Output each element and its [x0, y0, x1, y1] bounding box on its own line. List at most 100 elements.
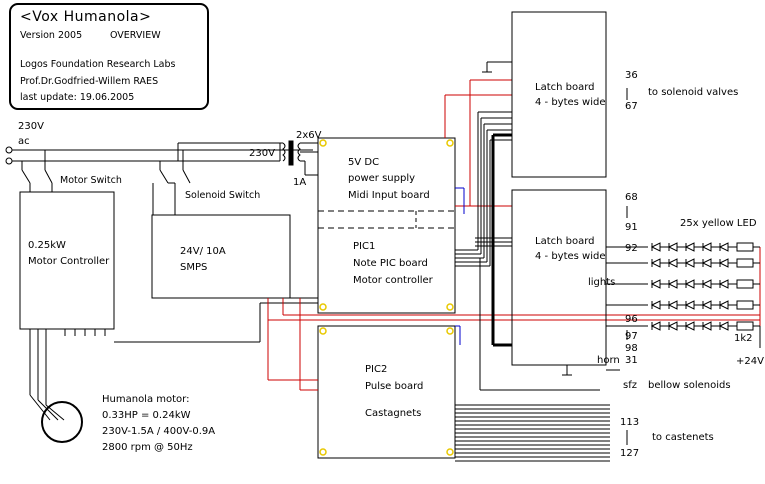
- led-diode: [701, 321, 712, 331]
- latch2-pin-97: 97: [625, 331, 638, 342]
- latch-board-2-box: [511, 189, 607, 366]
- led-diode: [701, 242, 712, 252]
- mains-ac-label: ac: [18, 136, 30, 147]
- led-diode: [701, 300, 712, 310]
- signal-lines-blue: [455, 187, 465, 345]
- mains-voltage-label: 230V: [18, 121, 44, 132]
- motor-spec-3: 230V-1.5A / 400V-0.9A: [102, 426, 216, 437]
- led-diode: [718, 258, 729, 268]
- led-diode: [718, 300, 729, 310]
- latch2-pin-31: 31: [625, 355, 638, 366]
- latch1-ground: [482, 61, 512, 73]
- motor-switch-label: Motor Switch: [60, 175, 122, 186]
- mains-lines: [5, 142, 313, 170]
- led-array: [650, 242, 737, 331]
- latch1-pin-end: 67: [625, 101, 638, 112]
- latch-board-1-box: [511, 11, 607, 178]
- latch2-pin-96: 96: [625, 314, 638, 325]
- latch2-line1: Latch board: [535, 236, 595, 247]
- castanet-label: to castenets: [652, 432, 714, 443]
- led-diode: [701, 258, 712, 268]
- power-lines-24v: [267, 79, 761, 391]
- led-diode: [718, 242, 729, 252]
- led-diode: [684, 300, 695, 310]
- diagram-title: <Vox Humanola>: [20, 9, 152, 25]
- latch1-line2: 4 - bytes wide: [535, 97, 606, 108]
- latch2-line2: 4 - bytes wide: [535, 251, 606, 262]
- latch1-target: to solenoid valves: [648, 87, 739, 98]
- latch2-horn: horn: [597, 355, 620, 366]
- led-diode: [684, 242, 695, 252]
- led-diode: [684, 321, 695, 331]
- led-diode: [701, 279, 712, 289]
- led-diode: [650, 321, 661, 331]
- board2-line1: PIC2: [365, 364, 388, 375]
- led-diode: [718, 279, 729, 289]
- motor-spec-2: 0.33HP = 0.24kW: [102, 410, 191, 421]
- motor-spec-1: Humanola motor:: [102, 394, 190, 405]
- board1-line4: PIC1: [353, 241, 376, 252]
- bellow-label: bellow solenoids: [648, 380, 731, 391]
- board2-line3: Castagnets: [365, 408, 422, 419]
- castanet-bus: [455, 404, 628, 462]
- motor-controller-box: [19, 191, 115, 330]
- author-label: Prof.Dr.Godfried-Willem RAES: [20, 76, 159, 87]
- latch2-pin-68: 68: [625, 192, 638, 203]
- castanet-pin-start: 113: [620, 417, 640, 428]
- version-label: Version 2005: [20, 30, 83, 41]
- resistor-value-label: 1k2: [734, 333, 753, 344]
- board1-box: [317, 137, 456, 314]
- board1-line2: power supply: [348, 173, 416, 184]
- motor-controller-power: 0.25kW: [28, 240, 66, 251]
- led-count-label: 25x yellow LED: [680, 218, 757, 229]
- latch2-pin-98: 98: [625, 343, 638, 354]
- solenoid-switch: [152, 169, 191, 215]
- board2-corners: [319, 327, 454, 456]
- led-row-wires: [606, 246, 648, 371]
- led-diode: [667, 242, 678, 252]
- motor-switch: [21, 169, 53, 192]
- board1-line5: Note PIC board: [353, 258, 428, 269]
- board2-line2: Pulse board: [365, 381, 424, 392]
- smps-rating: 24V/ 10A: [180, 246, 226, 257]
- motor-symbol: [41, 401, 83, 443]
- board1-line3: Midi Input board: [348, 190, 430, 201]
- bellow-pin: sfz: [623, 380, 637, 391]
- transformer-symbol: [279, 140, 318, 176]
- led-diode: [650, 300, 661, 310]
- led-diode: [667, 279, 678, 289]
- fuse-label: 1A: [293, 177, 307, 188]
- led-diode: [684, 258, 695, 268]
- latch1-line1: Latch board: [535, 82, 595, 93]
- smps-box: [151, 214, 291, 299]
- latch2-pin-91: 91: [625, 222, 638, 233]
- latch2-lights: lights: [588, 277, 616, 288]
- led-diode: [667, 300, 678, 310]
- led-diode: [650, 242, 661, 252]
- led-diode: [667, 321, 678, 331]
- led-diode: [718, 321, 729, 331]
- solenoid-switch-label: Solenoid Switch: [185, 190, 261, 201]
- overview-label: OVERVIEW: [110, 30, 161, 41]
- smps-name: SMPS: [180, 262, 208, 273]
- board2-box: [317, 325, 456, 459]
- lab-label: Logos Foundation Research Labs: [20, 59, 176, 70]
- led-diode: [684, 279, 695, 289]
- supply-label: +24V: [736, 356, 764, 367]
- motor-spec-4: 2800 rpm @ 50Hz: [102, 442, 193, 453]
- data-bus: [455, 111, 600, 391]
- transformer-primary-label: 230V: [249, 148, 275, 159]
- led-diode: [650, 279, 661, 289]
- castanet-pin-end: 127: [620, 448, 640, 459]
- data-bus-thick: [491, 133, 512, 347]
- led-diode: [650, 258, 661, 268]
- latch1-pin-start: 36: [625, 70, 638, 81]
- board1-corners: [319, 139, 454, 311]
- title-block-frame: [9, 3, 209, 110]
- transformer-secondary-label: 2x6V: [296, 130, 322, 141]
- latch2-pin-92: 92: [625, 243, 638, 254]
- board1-line1: 5V DC: [348, 157, 380, 168]
- led-resistors: [736, 242, 761, 348]
- motor-controller-name: Motor Controller: [28, 256, 110, 267]
